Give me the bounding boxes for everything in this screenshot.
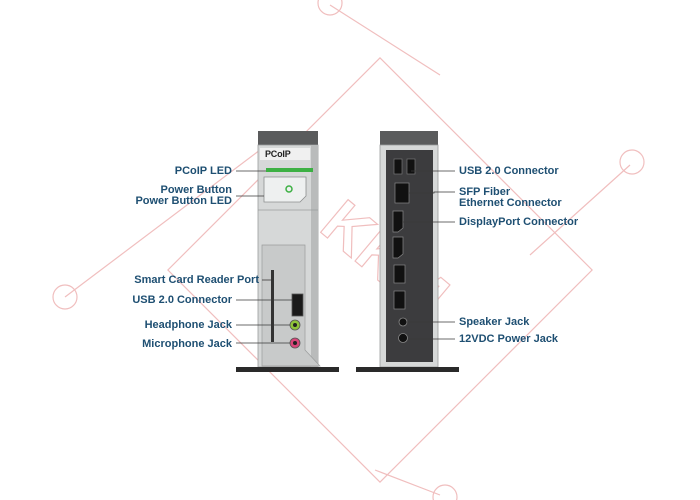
rear-usb-port-3[interactable] [393, 264, 406, 284]
watermark-line-nw [64, 149, 261, 298]
label-sfp-fiber: SFP Fiber [459, 186, 511, 198]
smart-card-slot[interactable] [271, 270, 274, 342]
label-smart-card-reader: Smart Card Reader Port [134, 274, 259, 286]
rear-stand [356, 367, 459, 372]
watermark-line-e [529, 164, 631, 256]
sfp-port[interactable] [394, 182, 410, 204]
label-power-jack: 12VDC Power Jack [459, 333, 559, 345]
brand-plate [260, 148, 310, 160]
front-recess [261, 244, 321, 367]
label-displayport: DisplayPort Connector [459, 216, 579, 228]
label-front-usb: USB 2.0 Connector [132, 294, 232, 306]
label-sfp-ethernet: Ethernet Connector [459, 197, 562, 209]
label-headphone-jack: Headphone Jack [144, 319, 232, 331]
front-body-shade [311, 145, 318, 367]
rear-usb-port-4[interactable] [393, 290, 406, 310]
rear-usb-port-2[interactable] [406, 158, 416, 175]
label-rear-usb: USB 2.0 Connector [459, 165, 559, 177]
watermark-circle-top [317, 0, 343, 16]
pcoip-led [266, 168, 313, 172]
leader-sfp [409, 191, 455, 194]
pcoip-brand-logo: PCoIP [265, 149, 291, 159]
front-view [236, 131, 339, 372]
watermark-line-s [374, 469, 441, 496]
front-stand [236, 367, 339, 372]
watermark-line-ne [329, 4, 441, 76]
label-microphone-jack: Microphone Jack [142, 338, 232, 350]
label-speaker-jack: Speaker Jack [459, 316, 530, 328]
front-top-cap [258, 131, 318, 145]
rear-usb-port-1[interactable] [393, 158, 403, 175]
label-pcoip-led: PCoIP LED [174, 165, 232, 177]
rear-leader-lines [403, 170, 455, 340]
microphone-jack-hole [293, 341, 297, 345]
rear-view [356, 131, 459, 372]
headphone-jack-hole [293, 323, 297, 327]
power-jack[interactable] [398, 333, 408, 343]
front-usb-port[interactable] [291, 293, 304, 317]
front-leader-lines [236, 170, 292, 344]
power-button[interactable] [263, 176, 307, 203]
label-power-button-led: Power Button LED [135, 195, 232, 207]
displayport-2[interactable] [392, 236, 404, 259]
watermark-circle-left [52, 284, 78, 310]
label-power-button: Power Button [160, 184, 233, 196]
rear-top-cap [380, 131, 438, 145]
displayport-1[interactable] [392, 210, 404, 233]
speaker-jack[interactable] [398, 317, 408, 327]
watermark-circle-right [619, 149, 645, 175]
power-button-led [285, 185, 293, 193]
watermark-circle-bottom [432, 484, 458, 500]
